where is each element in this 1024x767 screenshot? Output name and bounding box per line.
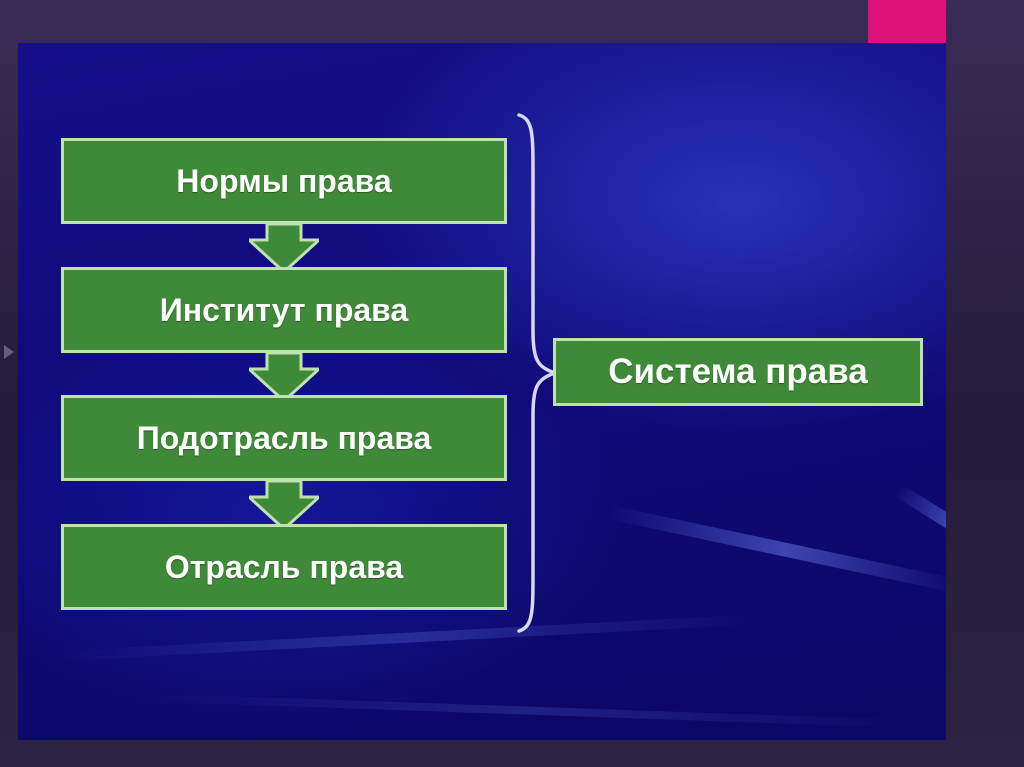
level-label: Подотрасль права xyxy=(136,419,432,456)
accent-block xyxy=(868,0,946,43)
level-box-branch: Отрасль права xyxy=(61,524,507,610)
system-of-law-box: Система права xyxy=(553,338,923,406)
slide: Нормы права Институт права Подотрасль пр… xyxy=(18,43,946,740)
arrow-shape xyxy=(249,353,319,401)
light-streak xyxy=(606,505,946,594)
arrow-shape xyxy=(249,224,319,272)
brace-path xyxy=(517,113,561,633)
arrow-shape xyxy=(249,481,319,529)
level-box-norms: Нормы права xyxy=(61,138,507,224)
light-streak xyxy=(137,693,918,729)
triangle-bullet-icon xyxy=(4,345,14,359)
level-label: Отрасль права xyxy=(164,548,404,585)
system-label: Система права xyxy=(608,352,868,391)
light-streak xyxy=(57,614,758,661)
level-label: Нормы права xyxy=(176,162,392,199)
level-label: Институт права xyxy=(159,291,409,328)
level-box-sub-branch: Подотрасль права xyxy=(61,395,507,481)
light-streak xyxy=(894,484,946,560)
level-box-institute: Институт права xyxy=(61,267,507,353)
down-arrow-icon xyxy=(249,224,319,272)
down-arrow-icon xyxy=(249,481,319,529)
down-arrow-icon xyxy=(249,353,319,401)
